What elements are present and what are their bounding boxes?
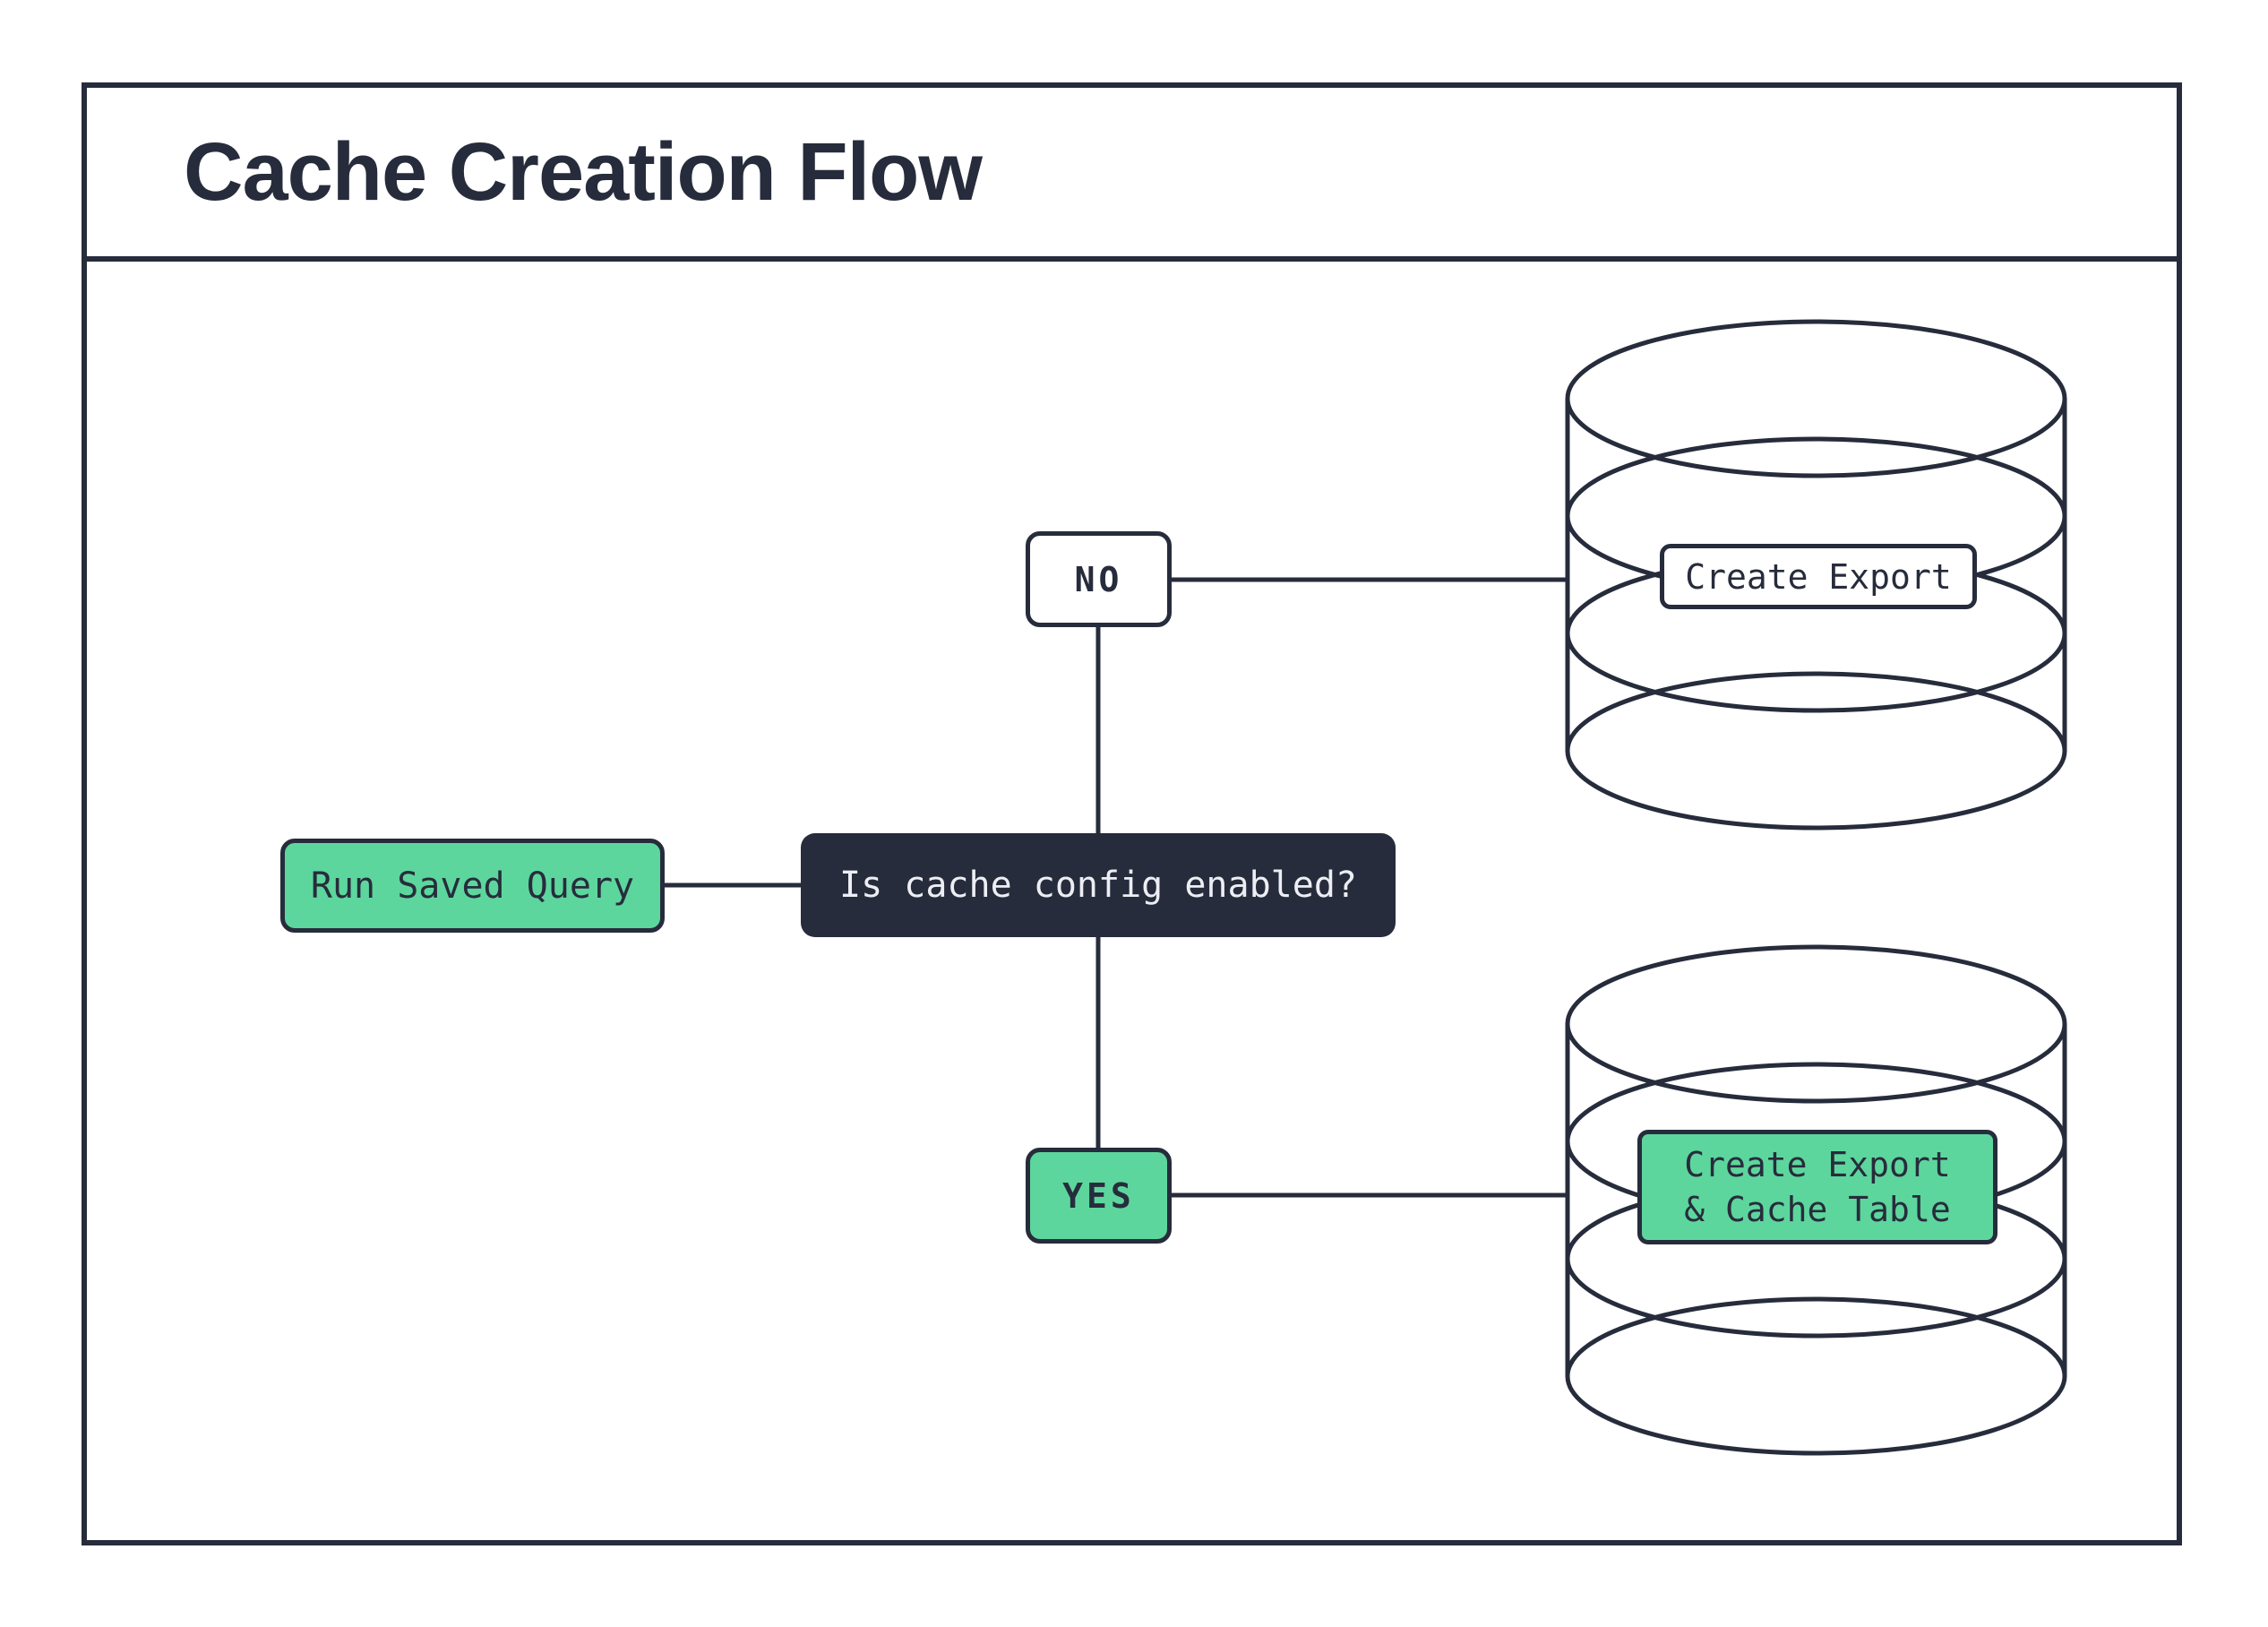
export-database-disk	[1565, 319, 2067, 478]
start-node-run-saved-query: Run Saved Query	[280, 839, 665, 933]
export-database-disk	[1565, 671, 2067, 831]
branch-yes-label: YES	[1062, 1175, 1135, 1216]
cache-db-label-line1: Create Export	[1684, 1144, 1951, 1184]
export-database-icon	[1565, 319, 2067, 831]
page-title: Cache Creation Flow	[184, 125, 983, 218]
cache-database-sides	[1565, 1024, 2067, 1376]
diagram-frame: Cache Creation Flow	[82, 82, 2182, 1545]
cache-db-label-line2: & Cache Table	[1684, 1190, 1951, 1229]
export-db-label-box: Create Export	[1660, 544, 1977, 609]
export-db-label: Create Export	[1685, 556, 1952, 597]
cache-db-label-box: Create Export & Cache Table	[1637, 1130, 1997, 1244]
cache-database-disk	[1565, 1296, 2067, 1456]
cache-database-disk	[1565, 944, 2067, 1104]
branch-node-yes: YES	[1026, 1148, 1172, 1244]
decision-node-cache-config: Is cache config enabled?	[801, 833, 1396, 937]
decision-node-label: Is cache config enabled?	[839, 865, 1357, 906]
diagram-header: Cache Creation Flow	[87, 88, 2177, 262]
start-node-label: Run Saved Query	[310, 865, 635, 907]
export-database-sides	[1565, 399, 2067, 751]
branch-node-no: NO	[1026, 531, 1172, 627]
branch-no-label: NO	[1074, 559, 1123, 599]
